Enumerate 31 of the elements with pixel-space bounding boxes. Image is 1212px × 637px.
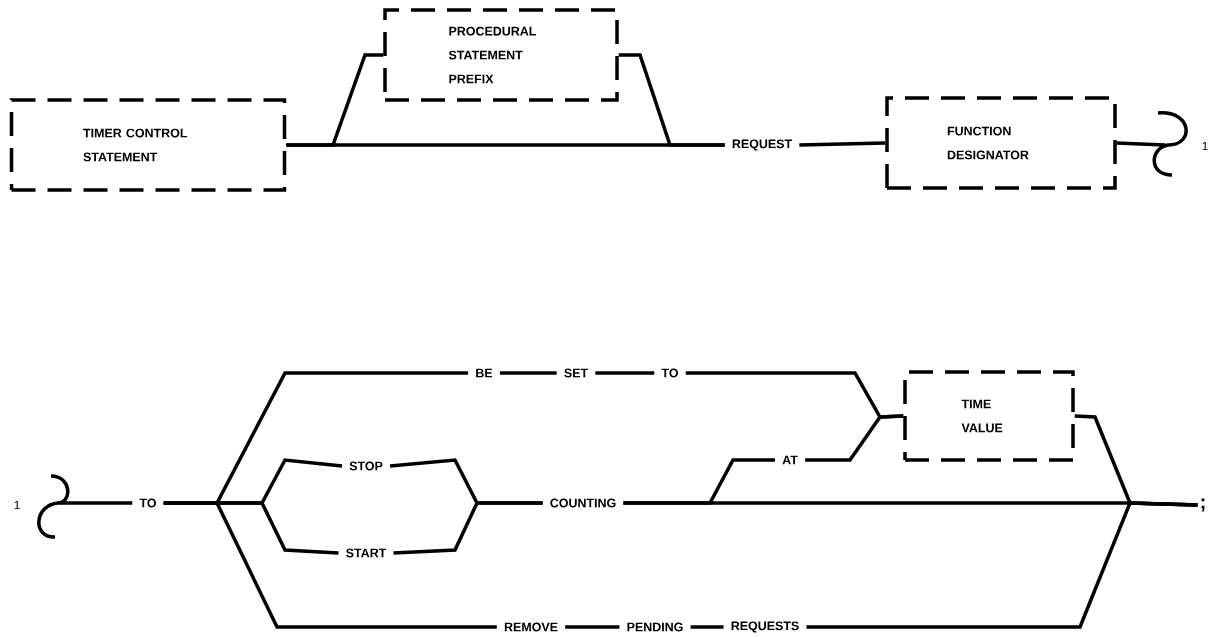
keyword: STOP	[349, 461, 383, 471]
keyword: START	[346, 548, 387, 558]
keyword: SET	[564, 368, 588, 378]
connector-line	[60, 501, 133, 505]
syntax-box: TIMER CONTROL STATEMENT	[9, 98, 287, 192]
keyword: TO	[139, 498, 156, 508]
keyword: BE	[476, 368, 493, 378]
connector-number: 1	[1202, 141, 1208, 151]
syntax-box: TIME VALUE	[903, 370, 1075, 462]
connector-line	[618, 53, 725, 147]
keyword: REQUEST	[732, 139, 792, 151]
connector-line	[393, 501, 543, 555]
connector-number: 1	[14, 500, 20, 510]
keyword: TO	[661, 368, 678, 378]
keyword: REMOVE	[504, 622, 558, 632]
connector-line	[565, 625, 620, 629]
connector-line	[806, 501, 1198, 629]
connector-line	[1116, 141, 1166, 147]
syntax-box: FUNCTION DESIGNATOR	[885, 96, 1117, 190]
connector-line	[690, 625, 724, 629]
keyword: AT	[782, 455, 798, 465]
connector-line	[163, 501, 497, 629]
end-mark: ;	[1201, 498, 1205, 512]
connector-line	[799, 141, 886, 147]
connector-line	[805, 414, 904, 462]
connector-line	[499, 371, 557, 375]
keyword: COUNTING	[550, 498, 616, 508]
keyword: PENDING	[627, 622, 683, 632]
syntax-box: PROCEDURAL STATEMENT PREFIX	[383, 8, 619, 102]
connector-line	[595, 371, 655, 375]
keyword: REQUESTS	[731, 621, 799, 633]
